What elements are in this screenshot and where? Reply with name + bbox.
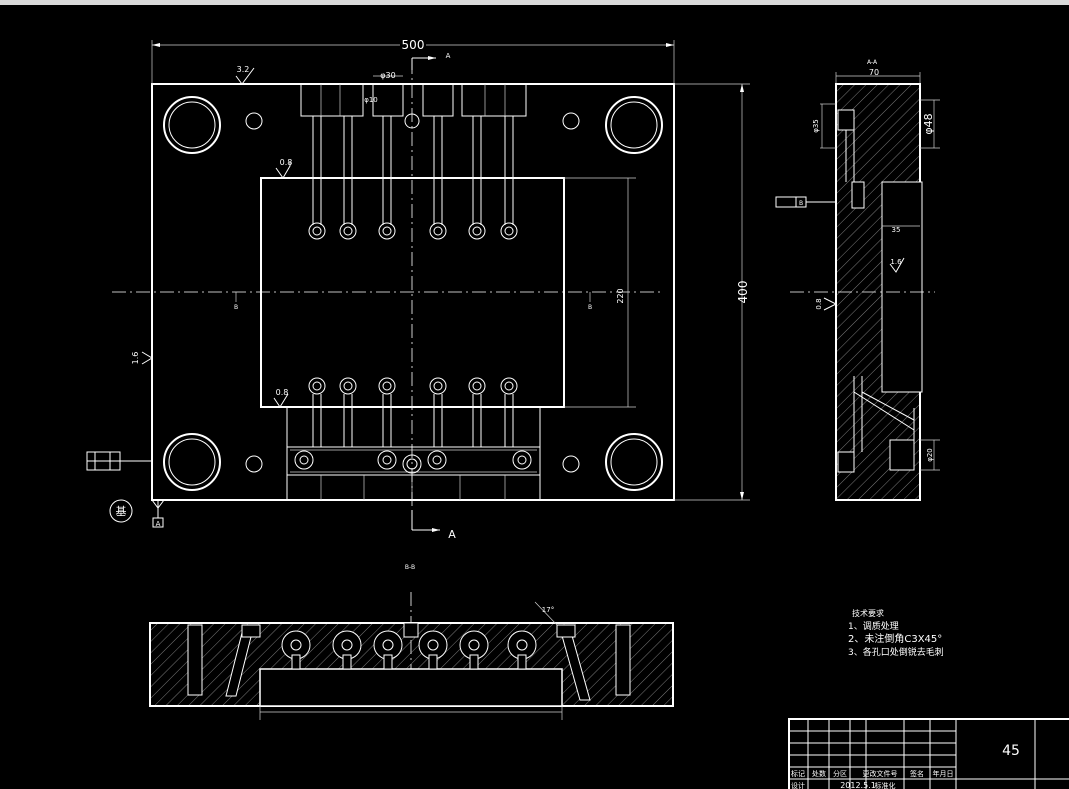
top-blocks xyxy=(300,83,527,117)
label-b-right: B xyxy=(588,304,592,311)
svg-text:0.8: 0.8 xyxy=(815,298,823,309)
datum-block xyxy=(86,451,152,471)
roughness-insert-bottom: 0.8 xyxy=(273,388,289,408)
side-roughness-1: 1.6 xyxy=(889,257,905,273)
side-box-b: B xyxy=(799,200,803,207)
svg-text:1.6: 1.6 xyxy=(890,258,902,266)
front-view: 500 400 xyxy=(86,38,750,541)
roughness-side: 1.6 xyxy=(131,351,153,365)
section-title: B-B xyxy=(405,564,415,571)
dim-height-400: 400 xyxy=(736,281,750,304)
svg-text:3.2: 3.2 xyxy=(237,65,250,74)
side-title: A-A xyxy=(867,59,878,66)
title-block-r2c4: 标准化 xyxy=(875,781,896,789)
section-a-top: A xyxy=(446,52,451,60)
section-view: B-B xyxy=(149,564,674,720)
notes-item-3: 3、各孔口处倒锐去毛刺 xyxy=(848,646,944,658)
dim-inner-220: 220 xyxy=(616,288,625,303)
svg-text:1.6: 1.6 xyxy=(131,352,140,365)
technical-notes: 技术要求 1、调质处理 2、未注倒角C3X45° 3、各孔口处倒锐去毛刺 xyxy=(848,608,944,658)
cavity-insert xyxy=(260,177,565,408)
notes-heading: 技术要求 xyxy=(852,608,884,618)
notes-item-1: 1、调质处理 xyxy=(848,620,899,632)
datum-a-label: A xyxy=(156,520,161,528)
notes-item-2: 2、未注倒角C3X45° xyxy=(848,632,942,645)
dim-phi-10: φ10 xyxy=(364,96,378,104)
section-bosses xyxy=(281,622,537,670)
side-dim-phi35: φ35 xyxy=(812,119,820,133)
side-dim-35: 35 xyxy=(892,226,901,234)
side-view: A-A 70 φ48 φ35 35 xyxy=(775,59,940,501)
title-block-r1c6: 年月日 xyxy=(933,769,954,778)
side-dim-phi20: φ20 xyxy=(926,448,934,462)
dim-width-500: 500 xyxy=(402,38,425,52)
dim-phi-30: φ30 xyxy=(380,71,395,80)
section-slanted-pins xyxy=(187,624,631,701)
section-angle: 17° xyxy=(542,606,554,614)
svg-text:0.8: 0.8 xyxy=(276,388,289,397)
side-roughness-2: 0.8 xyxy=(815,297,838,311)
runner-block xyxy=(286,406,541,501)
ejector-pins-top xyxy=(308,116,518,240)
title-block-r1c5: 签名 xyxy=(910,769,924,778)
side-dim-phi48: φ48 xyxy=(922,113,935,134)
label-b-left: B xyxy=(234,304,238,311)
datum-base-circle xyxy=(109,499,133,523)
title-block-r1c4: 更改文件号 xyxy=(863,769,898,778)
title-block-r2c3: 2012.5.1 xyxy=(840,781,876,789)
title-block-number: 45 xyxy=(1002,743,1020,759)
section-a-bottom: A xyxy=(448,528,456,541)
title-block-r1c1: 标记 xyxy=(791,769,805,778)
title-block-r1c2: 处数 xyxy=(812,769,826,778)
svg-text:0.8: 0.8 xyxy=(280,158,293,167)
title-block-r2c1: 设计 xyxy=(791,781,805,789)
guide-holes xyxy=(163,96,663,491)
window-top-bar xyxy=(0,0,1069,5)
title-block: 45 标记 处数 分区 更改文件号 签名 年月日 设计 2012.5.1 标准化 xyxy=(788,718,1069,789)
ejector-pins-bottom xyxy=(308,377,518,447)
side-dim-70: 70 xyxy=(869,68,879,77)
datum-base-label: 基 xyxy=(116,505,127,518)
roughness-insert: 0.8 xyxy=(275,158,293,179)
roughness-top: 3.2 xyxy=(235,65,255,85)
title-block-r1c3: 分区 xyxy=(833,769,847,778)
